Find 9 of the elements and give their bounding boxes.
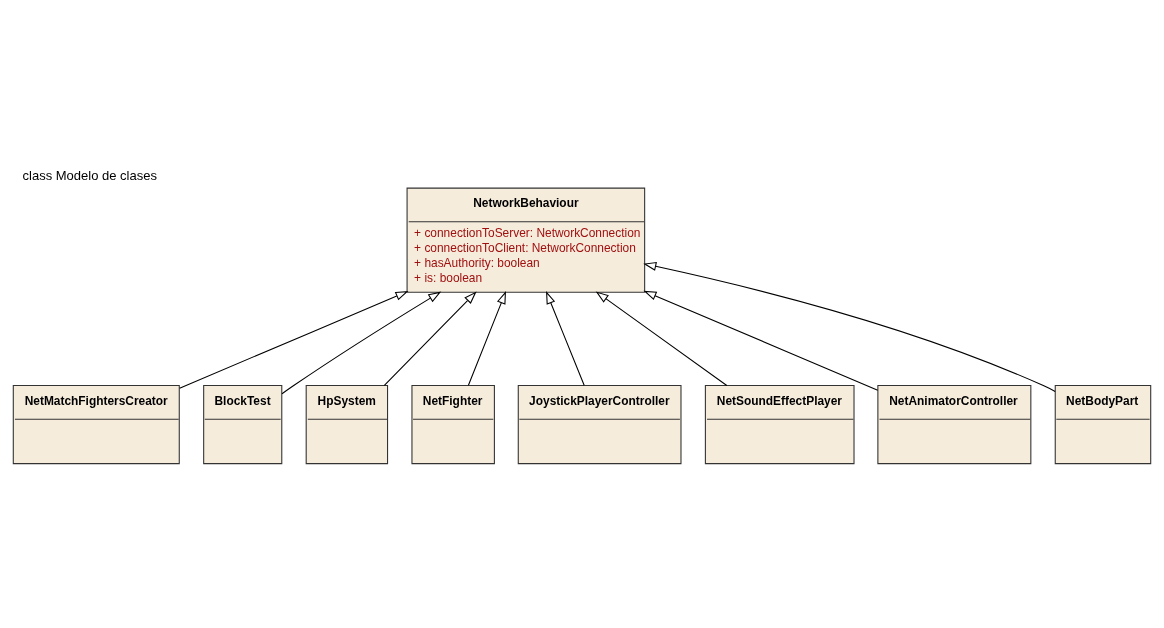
arrow (281, 291, 442, 394)
arrow (467, 290, 506, 386)
arrow (643, 261, 1056, 392)
arrow (546, 290, 585, 386)
arrow (643, 290, 879, 391)
diagram-title: class Modelo de clases (22, 167, 157, 183)
arrow (595, 290, 728, 386)
arrow (179, 290, 409, 389)
arrow (383, 290, 477, 386)
